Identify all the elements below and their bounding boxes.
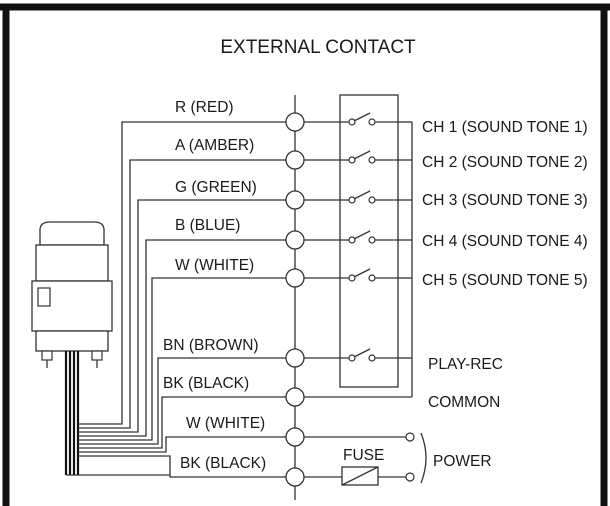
wire-label: G (GREEN) [175, 179, 257, 196]
wire-lines [66, 121, 286, 478]
terminal-circle [285, 467, 305, 487]
wire-line [78, 121, 286, 425]
diagram-frame [0, 3, 610, 506]
channel-label: CH 5 (SOUND TONE 5) [422, 272, 588, 289]
power-terminal [405, 472, 415, 482]
contact-point [348, 354, 356, 362]
wire-line [78, 159, 286, 429]
contact-point [348, 118, 356, 126]
wire-labels: R (RED) A (AMBER) G (GREEN) B (BLUE) W (… [163, 99, 266, 472]
fuse-label: FUSE [343, 447, 384, 464]
contact-point [368, 196, 376, 204]
wire-label: BN (BROWN) [163, 337, 259, 354]
wire-line [78, 455, 286, 478]
wire-label: B (BLUE) [175, 217, 240, 234]
contact-point [348, 156, 356, 164]
terminal-circle [285, 230, 305, 250]
contact-point [348, 236, 356, 244]
channel-label: CH 3 (SOUND TONE 3) [422, 192, 588, 209]
contact-switch [353, 348, 371, 358]
common-label: COMMON [428, 394, 500, 411]
relay-contacts [304, 112, 415, 482]
wire-label: R (RED) [175, 99, 234, 116]
contact-point [368, 156, 376, 164]
wire-line [78, 277, 286, 441]
contact-switch [353, 268, 371, 278]
wire-label: W (WHITE) [175, 257, 254, 274]
wire-line [78, 239, 286, 437]
contact-point [368, 274, 376, 282]
terminal-circle [285, 150, 305, 170]
terminals [285, 112, 305, 487]
wire-label: BK (BLACK) [163, 375, 249, 392]
contact-point [348, 196, 356, 204]
wire-label: W (WHITE) [186, 415, 265, 432]
diagram-title: EXTERNAL CONTACT [220, 37, 416, 58]
terminal-circle [285, 348, 305, 368]
terminal-circle [285, 112, 305, 132]
contact-point [348, 274, 356, 282]
terminal-circle [285, 387, 305, 407]
power-terminal [405, 432, 415, 442]
power-label: POWER [433, 453, 492, 470]
channel-labels: CH 1 (SOUND TONE 1) CH 2 (SOUND TONE 2) … [422, 119, 588, 289]
terminal-circle [285, 190, 305, 210]
wire-label: BK (BLACK) [180, 455, 266, 472]
contact-switch [353, 230, 371, 240]
wire-line [78, 436, 286, 453]
wire-line [78, 199, 286, 433]
fuse: FUSE [341, 447, 384, 486]
power-bracket [420, 432, 427, 484]
signal-tower-device [31, 221, 113, 368]
contact-point [368, 118, 376, 126]
terminal-circle [285, 268, 305, 288]
contact-point [368, 354, 376, 362]
contact-point [368, 236, 376, 244]
contact-switch [353, 190, 371, 200]
contact-switch [353, 112, 371, 122]
channel-label: CH 4 (SOUND TONE 4) [422, 233, 588, 250]
wire-line [78, 396, 286, 449]
wire-label: A (AMBER) [175, 137, 254, 154]
wire-bundle [64, 351, 80, 475]
channel-label: CH 2 (SOUND TONE 2) [422, 154, 588, 171]
terminal-circle [285, 427, 305, 447]
relay-box [339, 94, 399, 388]
play-rec-label: PLAY-REC [428, 356, 503, 373]
contact-switch [353, 150, 371, 160]
channel-label: CH 1 (SOUND TONE 1) [422, 119, 588, 136]
wire-line [78, 357, 286, 445]
